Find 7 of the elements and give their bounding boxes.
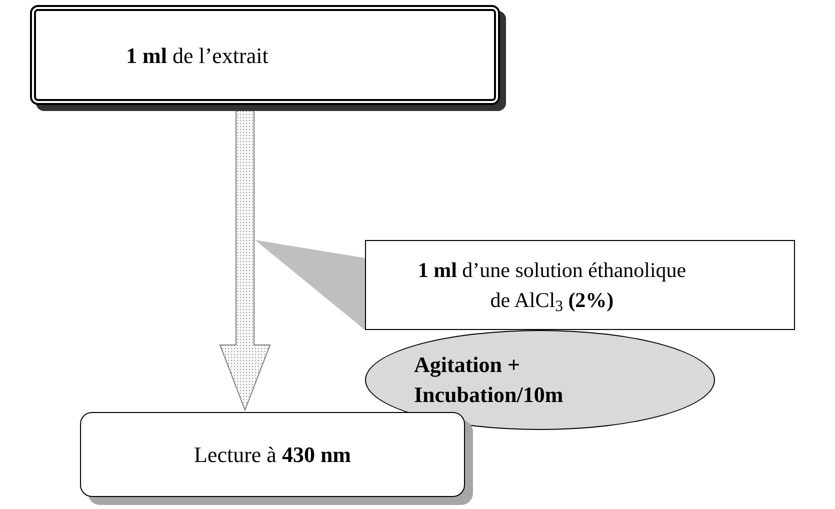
- reagent-callout-box: [365, 240, 795, 330]
- callout-pointer: [255, 240, 365, 330]
- block-arrow: [219, 108, 271, 412]
- node-text: 1 ml d’une solution éthanolique de AlCl$_{3}$ (2%): [416, 257, 688, 315]
- node-text: 1 ml de l’extrait: [126, 42, 268, 70]
- node-text: Lecture à 430 nm: [194, 441, 351, 469]
- node-text: Agitation + Incubation/10m: [414, 351, 564, 409]
